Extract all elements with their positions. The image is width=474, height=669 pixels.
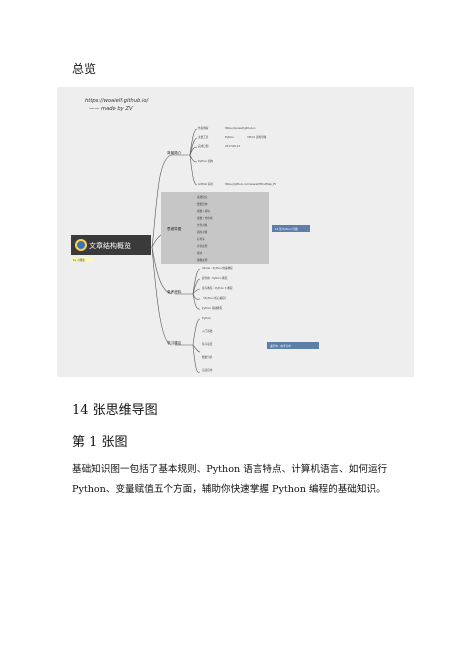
ref-item-4: Python 基础教程 [202,306,223,310]
learn-item-3: 数据分析 [202,355,213,359]
sub-heading: 第 1 张图 [72,435,128,450]
credit-url: https://woaielf.github.io/ [85,98,150,104]
ref-item-1: 廖雪峰 - Python 教程 [202,276,228,280]
core-item-6: 标准库 [197,237,205,241]
core-item-8: 模块 [197,251,203,255]
core-highlight-box [161,192,269,264]
bg-item-4: GitHub 存档 [198,182,213,186]
ref-item-3: 《Python 核心编程》 [202,296,227,300]
learn-link[interactable]: 进行中 - 在学习中 [270,344,291,348]
ref-item-2: 菜鸟教程 - Python 3 教程 [202,286,233,290]
learn-item-1: 入门基础 [202,329,213,333]
credit-author: —— made by ZV [89,106,133,112]
root-node: 文章结构概览 by 小雅酱 [71,235,151,262]
root-tag: by 小雅酱 [73,258,85,262]
overview-heading: 总览 [72,62,97,76]
learn-item-2: 练习项目 [202,342,213,346]
bg-github-url[interactable]: https://github.com/woaielf/MindMap_PY [225,182,277,186]
mindmap-svg: https://woaielf.github.io/ —— made by ZV [71,98,319,373]
mindmap-figure: https://woaielf.github.io/ —— made by ZV [57,87,414,377]
core-item-5: 面向对象 [197,230,208,234]
learn-item-4: 实战应用 [202,368,213,372]
bg-blog-url[interactable]: https://woaielf.github.io [225,126,256,130]
core-link-box [272,225,310,232]
branch-reference: 参考资料 [167,289,182,294]
branch-background: 背景简介 [167,150,182,155]
learn-link-box [267,342,319,349]
bg-item-3: Python 结构 [198,159,213,163]
bg-item-0: 作者博客 [198,126,209,130]
core-item-1: 数据结构 [197,202,208,206]
branch-learning: 学习建议 [167,340,182,345]
core-item-0: 基础知识 [197,195,208,199]
bg-tool: Python [225,135,234,139]
core-item-3: 函数 / 作用域 [197,216,213,220]
core-link[interactable]: 14 张 Python 导图 [275,227,298,231]
bg-item-2: 完成日期 [198,144,209,148]
learn-item-0: Python [202,316,211,320]
root-title: 文章结构概览 [89,241,131,250]
bg-item-1: 主要工具 [198,135,209,139]
intro-paragraph: 基础知识图一包括了基本规则、Python 语言特点、计算机语言、如何运行 Pyt… [72,464,388,495]
branch-core: 思维导图 [167,226,182,231]
mindmap-connectors [151,128,201,373]
ref-item-0: Vamei - Python 快速教程 [202,266,233,270]
section-heading: 14 张思维导图 [72,403,158,418]
core-item-2: 函数 / 模块 [197,209,210,213]
core-item-7: 异常处理 [197,244,208,248]
bg-tool-child: XMind 思维导图 [247,135,267,139]
core-item-9: 图像处理 [197,258,208,262]
core-item-4: 文件对象 [197,223,208,227]
bg-date: 2017-06-13 [225,144,240,148]
